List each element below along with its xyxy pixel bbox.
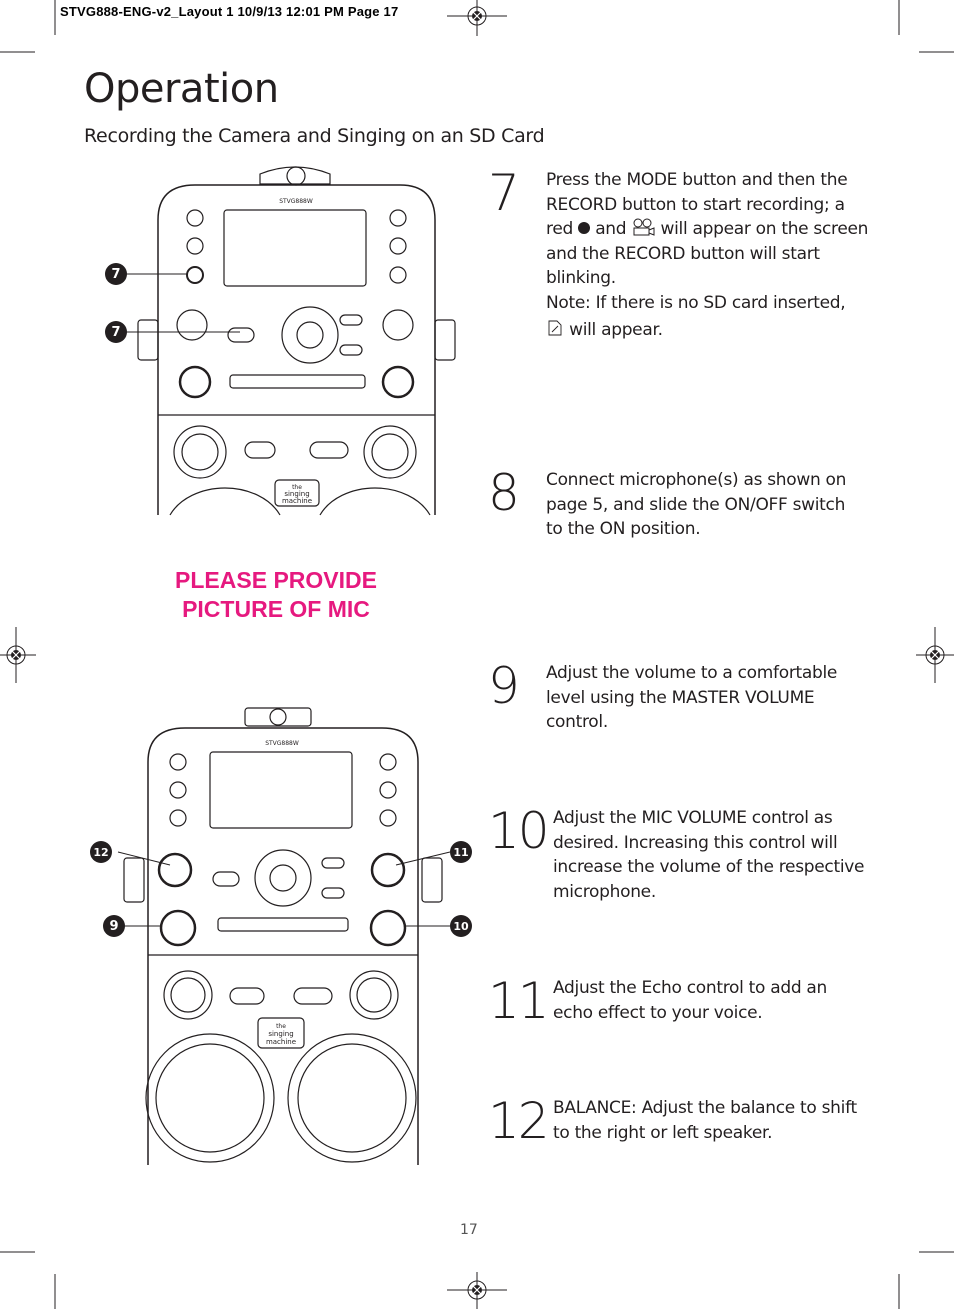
- svg-text:the: the: [292, 484, 302, 491]
- camera-record-icon: [633, 218, 655, 236]
- callout-step-7-mode: 7: [105, 321, 127, 343]
- callout-step-12: 12: [90, 841, 112, 863]
- master-volume-knob: [159, 909, 197, 947]
- print-slug: STVG888-ENG-v2_Layout 1 10/9/13 12:01 PM…: [60, 4, 399, 19]
- mic-volume-knob: [369, 909, 407, 947]
- step-8-text: Connect microphone(s) as shown on page 5…: [546, 470, 847, 539]
- step-12-number: 12: [488, 1092, 550, 1150]
- screen: [223, 209, 367, 287]
- camera-mount: [259, 166, 331, 185]
- callout-step-11: 11: [450, 841, 472, 863]
- svg-text:singing: singing: [268, 1030, 293, 1038]
- balance-knob: [157, 852, 193, 888]
- step-7-text: Press the MODE button and then the RECOR…: [546, 170, 869, 340]
- camera-lens: [269, 708, 287, 726]
- svg-text:the: the: [276, 1023, 286, 1030]
- step-9-text: Adjust the volume to a comfortable level…: [546, 663, 838, 732]
- record-dot-icon: [578, 221, 591, 234]
- device-illustration-top: STVG888W the singing machine: [120, 166, 456, 516]
- callout-step-7-record: 7: [105, 263, 127, 285]
- callout-step-10: 10: [450, 915, 472, 937]
- no-sd-card-icon: [548, 320, 562, 336]
- placeholder-note: PLEASE PROVIDE PICTURE OF MIC: [175, 567, 377, 622]
- step-11-text: Adjust the Echo control to add an echo e…: [553, 978, 828, 1023]
- camera-lens: [286, 166, 306, 186]
- step-8-number: 8: [488, 464, 520, 522]
- step-10-number: 10: [488, 802, 550, 860]
- svg-text:machine: machine: [282, 497, 312, 505]
- svg-text:machine: machine: [266, 1038, 296, 1046]
- model-label: STVG888W: [279, 198, 313, 205]
- screen: [209, 751, 353, 829]
- section-subtitle: Recording the Camera and Singing on an S…: [84, 125, 545, 147]
- echo-knob: [370, 852, 406, 888]
- svg-text:singing: singing: [284, 490, 309, 498]
- step-7-number: 7: [488, 164, 520, 222]
- step-12-text: BALANCE: Adjust the balance to shift to …: [553, 1098, 857, 1143]
- step-11-number: 11: [488, 972, 550, 1030]
- step-9-number: 9: [488, 657, 520, 715]
- model-label: STVG888W: [265, 740, 299, 747]
- camera-mount: [244, 707, 312, 727]
- callout-step-9: 9: [103, 915, 125, 937]
- page-title: Operation: [84, 66, 279, 112]
- device-illustration-bottom: STVG888W the singing machine: [117, 707, 451, 1165]
- step-10-text: Adjust the MIC VOLUME control as desired…: [553, 808, 865, 902]
- page-number: 17: [460, 1222, 478, 1238]
